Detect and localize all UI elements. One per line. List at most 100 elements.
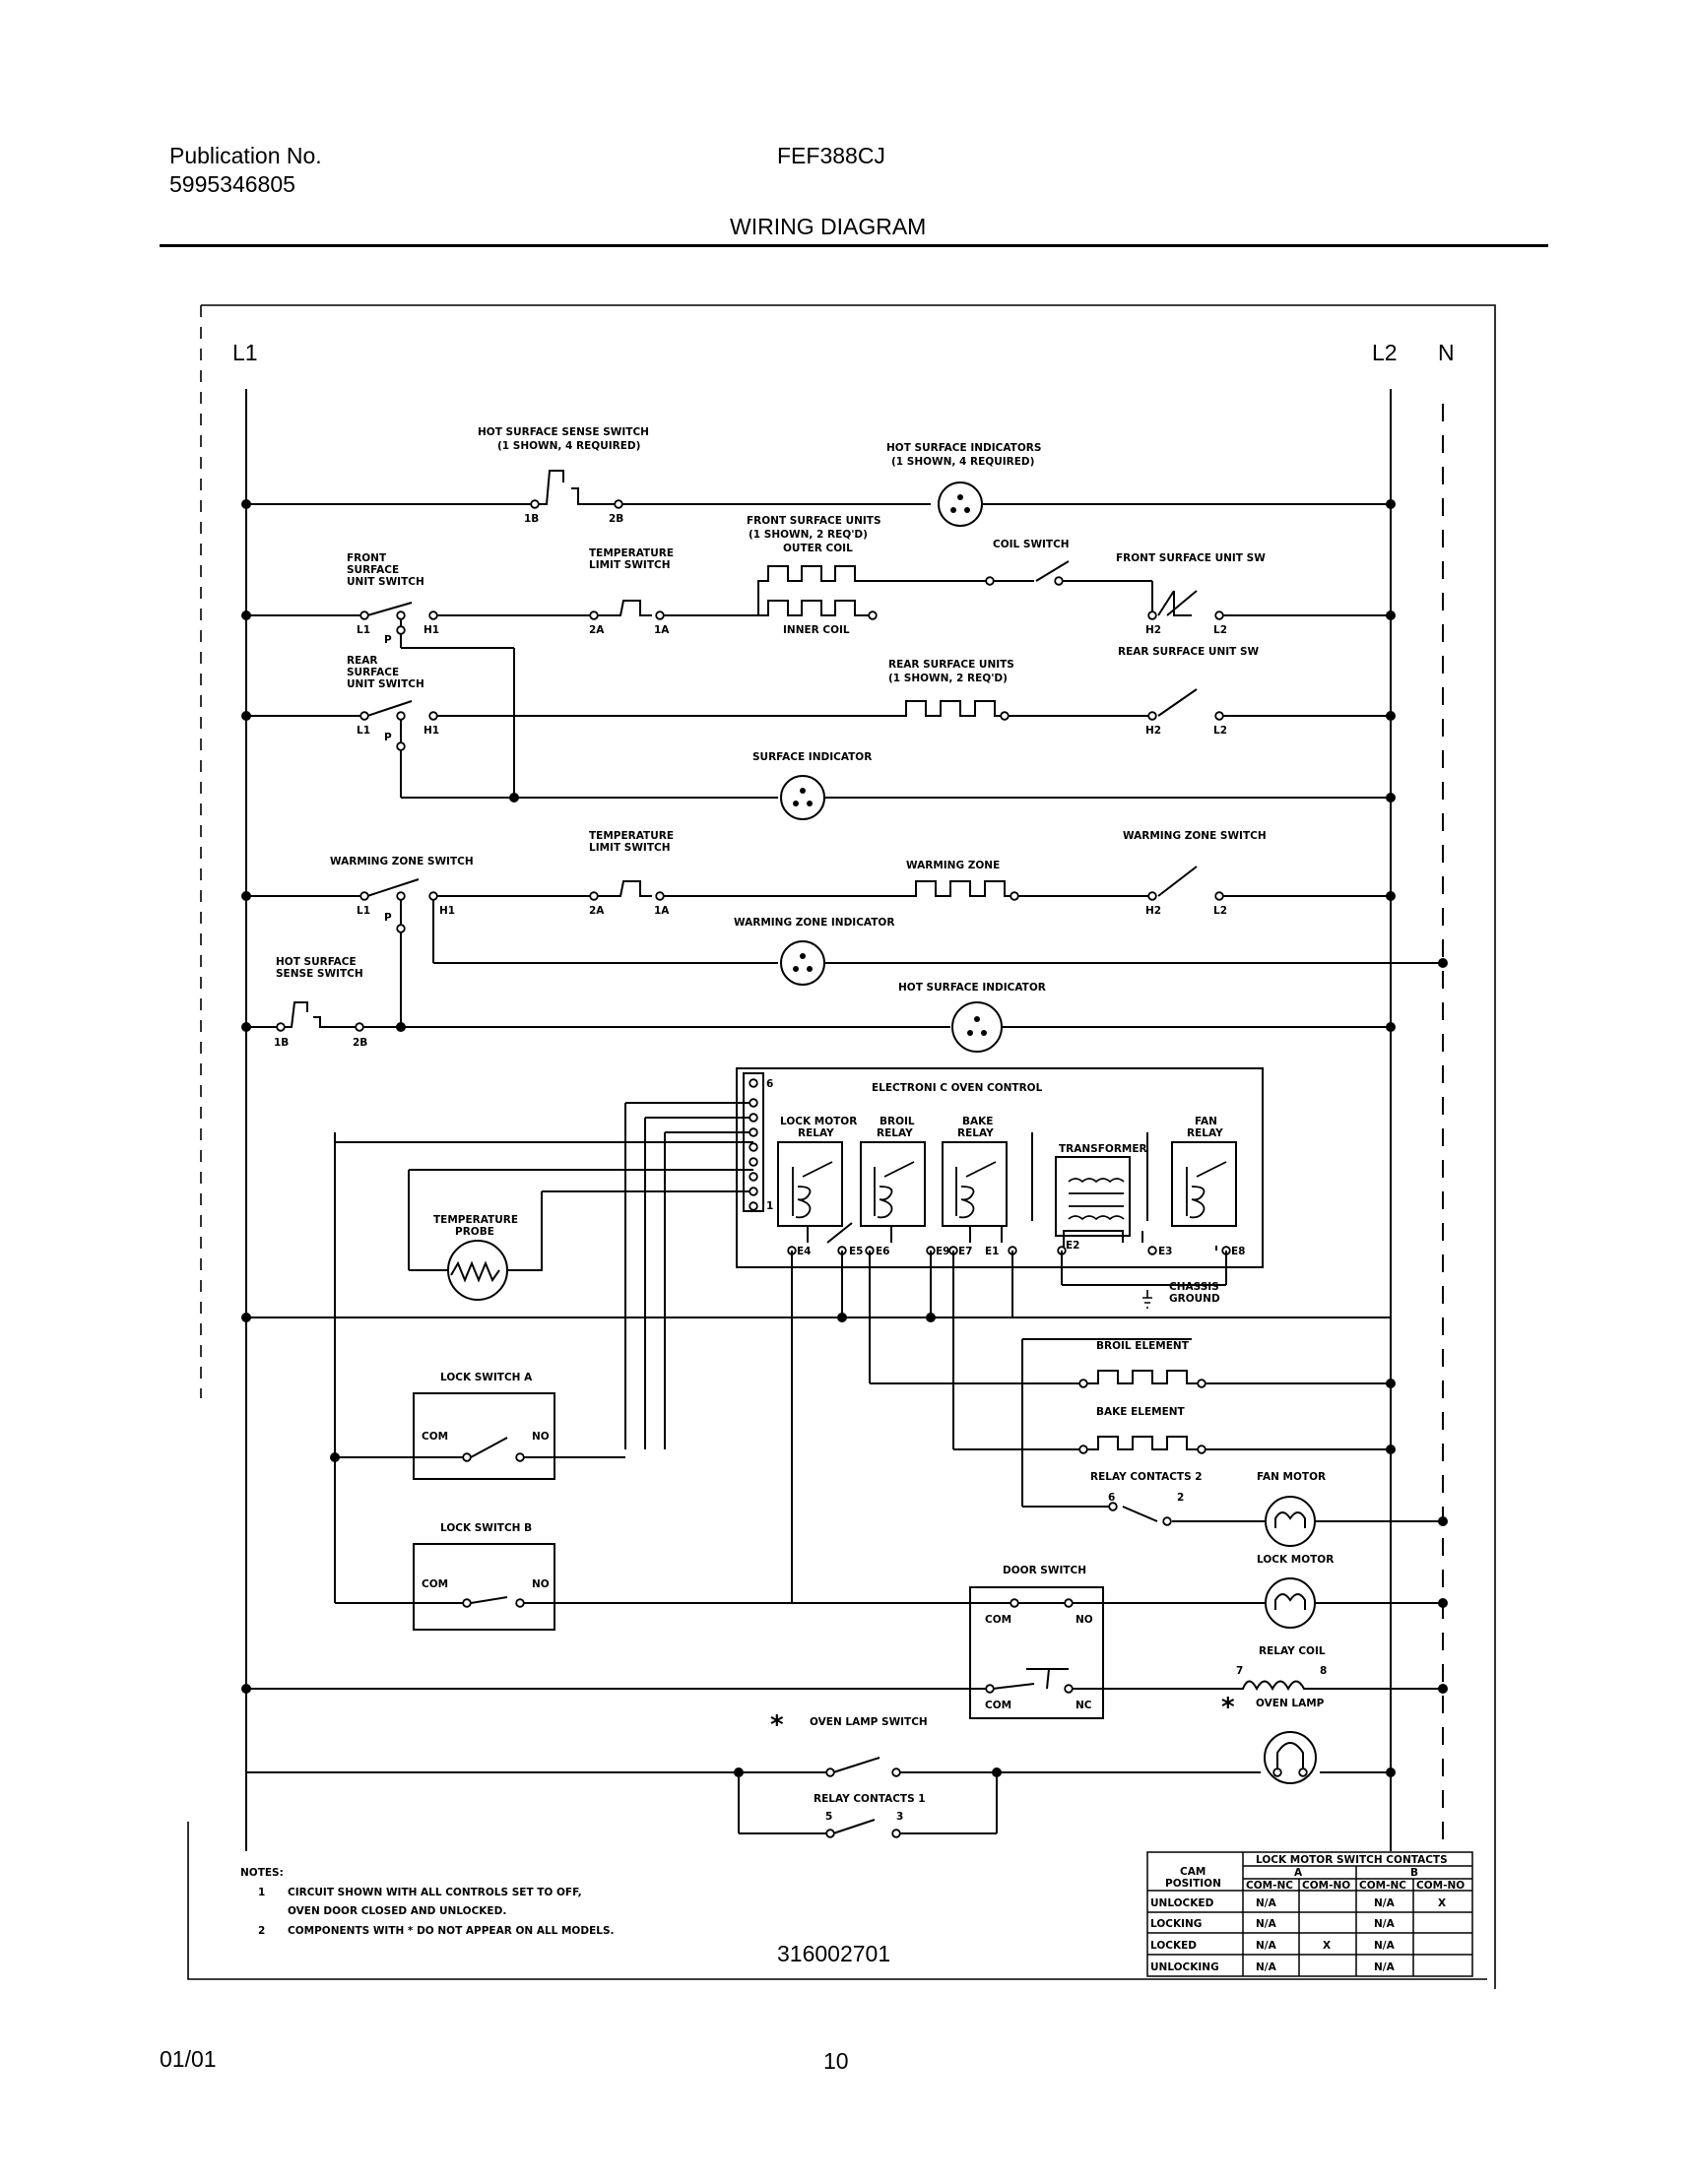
hot-surface-indicator-label: HOT SURFACE INDICATOR	[898, 982, 1046, 994]
temperature-limit-switch-label-2: LIMIT SWITCH	[589, 559, 670, 571]
temperature-limit-switch-label-4: LIMIT SWITCH	[589, 842, 670, 854]
rail-l1-label: L1	[232, 340, 258, 365]
row-oven-circuits	[246, 1103, 1443, 1629]
note-2-line-1: COMPONENTS WITH * DO NOT APPEAR ON ALL M…	[288, 1925, 615, 1937]
terminal-l1-rear: L1	[357, 725, 370, 737]
terminal-1b: 1B	[524, 513, 539, 525]
oven-lamp-label: OVEN LAMP	[1256, 1698, 1325, 1709]
relay-contacts-2-label: RELAY CONTACTS 2	[1090, 1471, 1203, 1483]
terminal-h1-front: H1	[424, 624, 439, 636]
rear-surface-unit-sw-label: REAR SURFACE UNIT SW	[1118, 646, 1260, 658]
rear-surface-units-qty: (1 SHOWN, 2 REQ'D)	[888, 673, 1008, 684]
terminal-e3: E3	[1158, 1246, 1172, 1257]
hot-surface-sense-switch-label: HOT SURFACE SENSE SWITCH	[478, 426, 649, 438]
subheader-4: COM-NO	[1416, 1880, 1465, 1892]
rear-surface-unit-switch-label-2: SURFACE	[347, 667, 399, 678]
relay-coils	[792, 1161, 1227, 1221]
row-1-position: UNLOCKED	[1150, 1897, 1214, 1909]
row-warming-zone	[246, 866, 1443, 1053]
lock-motor-relay-label-2: RELAY	[798, 1127, 834, 1139]
model-number: FEF388CJ	[777, 143, 885, 168]
surface-indicator-label: SURFACE INDICATOR	[752, 751, 872, 763]
row-1-cell-4: X	[1438, 1897, 1446, 1909]
cam-label-1: CAM	[1180, 1866, 1206, 1878]
footer-page-number: 10	[823, 2048, 849, 2074]
temperature-probe-label-2: PROBE	[455, 1226, 494, 1238]
row-4-position: UNLOCKING	[1150, 1961, 1219, 1973]
front-surface-units-label: FRONT SURFACE UNITS	[747, 515, 881, 527]
lock-switches	[334, 1392, 792, 1631]
broil-element-label: BROIL ELEMENT	[1096, 1340, 1190, 1352]
terminal-p-front: P	[384, 634, 392, 646]
oven-lamp-switch-asterisk: *	[770, 1710, 784, 1740]
broil-relay-label-1: BROIL	[880, 1116, 915, 1127]
ground-icon	[1142, 1290, 1152, 1309]
row-1-cell-1: N/A	[1256, 1897, 1277, 1909]
lock-switch-a-label: LOCK SWITCH A	[440, 1372, 533, 1383]
relay-contacts-1-label: RELAY CONTACTS 1	[814, 1793, 926, 1805]
rear-surface-unit-switch-label-1: REAR	[347, 655, 377, 667]
lock-motor-label: LOCK MOTOR	[1257, 1554, 1334, 1566]
row-3-position: LOCKED	[1150, 1940, 1197, 1952]
warming-zone-label: WARMING ZONE	[906, 860, 1000, 871]
terminal-h1-warm: H1	[439, 905, 455, 917]
hot-surface-sense-switch-qty: (1 SHOWN, 4 REQUIRED)	[497, 440, 640, 452]
temperature-probe-label-1: TEMPERATURE	[433, 1214, 518, 1226]
row-front-surface	[246, 560, 1391, 798]
terminal-e5: E5	[849, 1246, 863, 1257]
temperature-probe	[409, 1240, 543, 1301]
fan-relay-label-1: FAN	[1195, 1116, 1217, 1127]
oven-lamp-asterisk: *	[1221, 1693, 1235, 1722]
terminal-1a-front: 1A	[654, 624, 670, 636]
part-number: 316002701	[777, 1941, 890, 1966]
rc1-terminal-a: 5	[825, 1811, 832, 1823]
terminal-e2: E2	[1066, 1240, 1079, 1252]
rear-surface-unit-switch-label-3: UNIT SWITCH	[347, 678, 424, 690]
row-2-cell-3: N/A	[1374, 1918, 1396, 1930]
terminal-l2-front: L2	[1213, 624, 1227, 636]
hot-surface-sense-switch-short-2: SENSE SWITCH	[276, 968, 363, 980]
door-switch-no: NO	[1076, 1614, 1093, 1626]
lock-switch-b-label: LOCK SWITCH B	[440, 1522, 532, 1534]
note-1-line-2: OVEN DOOR CLOSED AND UNLOCKED.	[288, 1905, 506, 1917]
hot-surface-indicators-label: HOT SURFACE INDICATORS	[886, 442, 1041, 454]
relay-coil-terminal-8: 8	[1320, 1665, 1327, 1677]
door-switch-com-bottom: COM	[985, 1700, 1011, 1711]
row-4-cell-1: N/A	[1256, 1961, 1277, 1973]
diagram-frame	[187, 304, 1496, 1989]
oven-lamp-switch-label: OVEN LAMP SWITCH	[810, 1716, 928, 1728]
hot-surface-indicators-qty: (1 SHOWN, 4 REQUIRED)	[891, 456, 1034, 468]
bake-relay-label-2: RELAY	[957, 1127, 994, 1139]
warming-zone-switch-label-right: WARMING ZONE SWITCH	[1123, 830, 1267, 842]
footer-date: 01/01	[160, 2046, 217, 2072]
terminal-2a-warm: 2A	[589, 905, 605, 917]
publication-label: Publication No.	[169, 143, 322, 168]
contacts-table-title: LOCK MOTOR SWITCH CONTACTS	[1256, 1854, 1448, 1866]
inner-coil-label: INNER COIL	[783, 624, 850, 636]
terminal-1a-warm: 1A	[654, 905, 670, 917]
fan-relay-label-2: RELAY	[1187, 1127, 1223, 1139]
rc2-terminal-a: 6	[1108, 1492, 1115, 1504]
note-1-number: 1	[258, 1887, 265, 1898]
row-2-cell-1: N/A	[1256, 1918, 1277, 1930]
electronic-oven-control	[334, 1067, 1264, 1457]
door-switch-com-top: COM	[985, 1614, 1011, 1626]
page-title: WIRING DIAGRAM	[730, 214, 927, 239]
relay-coil-label: RELAY COIL	[1259, 1645, 1326, 1657]
header-rule	[160, 244, 1548, 247]
bake-relay-label-1: BAKE	[962, 1116, 993, 1127]
front-surface-unit-switch-label-2: SURFACE	[347, 564, 399, 576]
row-2-position: LOCKING	[1150, 1918, 1202, 1930]
note-1-line-1: CIRCUIT SHOWN WITH ALL CONTROLS SET TO O…	[288, 1887, 582, 1898]
subheader-2: COM-NO	[1302, 1880, 1350, 1892]
bake-element-label: BAKE ELEMENT	[1096, 1406, 1186, 1418]
terminal-l1-warm: L1	[357, 905, 370, 917]
row-hot-surface	[246, 470, 1391, 527]
terminal-h2-rear: H2	[1145, 725, 1161, 737]
rc2-terminal-b: 2	[1177, 1492, 1184, 1504]
relay-coil-terminal-7: 7	[1236, 1665, 1243, 1677]
temperature-limit-switch-label-1: TEMPERATURE	[589, 547, 674, 559]
terminal-e1: E1	[985, 1246, 999, 1257]
terminal-h2-front: H2	[1145, 624, 1161, 636]
contacts-table-rows: UNLOCKED N/A N/A X LOCKING N/A N/A LOCKE…	[1150, 1897, 1446, 1973]
